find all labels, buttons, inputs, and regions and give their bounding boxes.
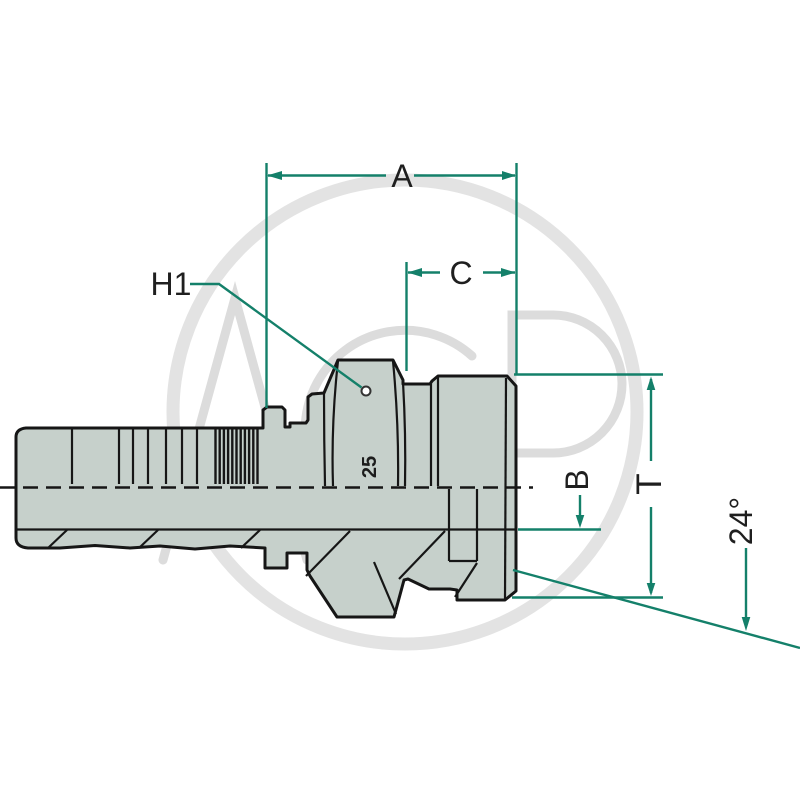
part-internal-lines (16, 360, 516, 615)
watermark-ring (166, 173, 644, 651)
dim-h1-leader (190, 282, 363, 389)
hex-stamp-text: 25 (359, 456, 381, 478)
dimension-arrowheads (267, 171, 751, 631)
dim-t-label: T (630, 473, 669, 494)
dim-c-label: C (449, 255, 472, 291)
dim-a-label: A (391, 158, 413, 194)
dim-angle-label: 24° (723, 497, 759, 545)
h1-indicator-circle (360, 385, 372, 397)
dim-h1-label: H1 (151, 266, 192, 302)
dimension-lines (190, 163, 800, 650)
dim-b-label: B (559, 469, 595, 490)
dim-angle-cone-line (512, 568, 800, 650)
